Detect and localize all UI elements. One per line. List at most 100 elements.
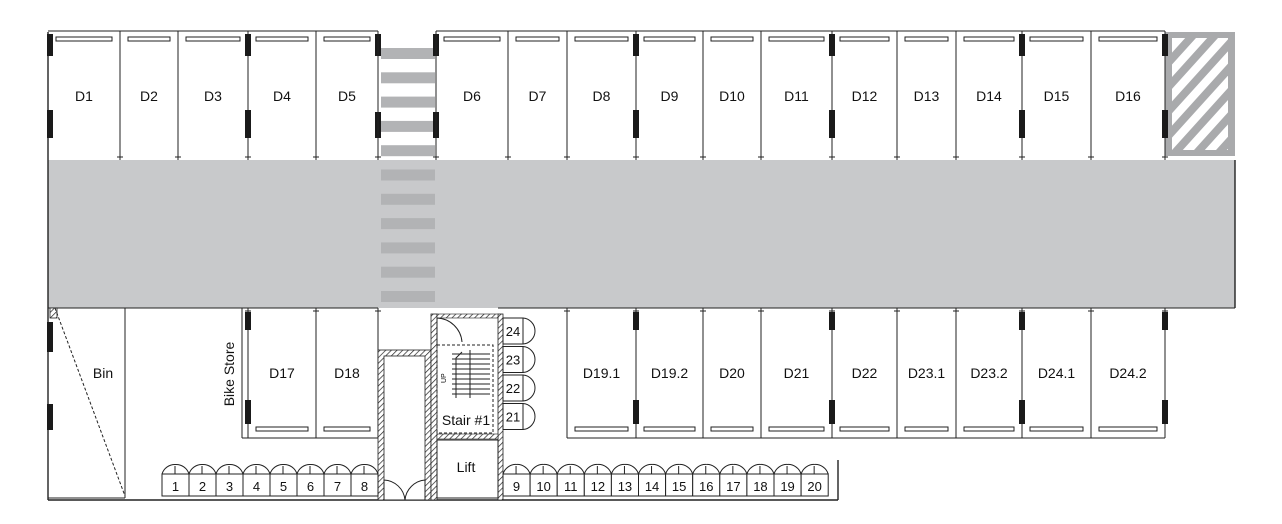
wheel-stop: [515, 36, 560, 42]
locker-label: 4: [253, 479, 260, 494]
crossing-stripe: [381, 193, 435, 205]
locker-label: 15: [672, 479, 686, 494]
bay-label: D1: [75, 88, 93, 104]
stair-up-label: UP: [441, 373, 448, 383]
column: [245, 312, 251, 330]
bay-label: D19.2: [651, 365, 689, 381]
column: [633, 110, 639, 138]
wheel-stop: [55, 36, 113, 42]
parking-bay: D4: [255, 36, 309, 104]
column: [47, 34, 53, 56]
column: [1162, 400, 1168, 424]
parking-bay: D2: [127, 36, 171, 104]
parking-bay: D9: [643, 36, 696, 104]
locker-label: 11: [564, 479, 578, 494]
no-parking-hatch: [1165, 32, 1235, 156]
parking-bay: D6: [443, 36, 501, 104]
locker-label: 10: [536, 479, 550, 494]
wheel-stop: [323, 426, 371, 432]
locker-label: 22: [506, 381, 520, 396]
stair-1: UP Stair #1: [436, 317, 494, 434]
wheel-stop: [643, 36, 696, 42]
column: [1019, 110, 1025, 138]
column: [1162, 34, 1168, 56]
locker: 8: [350, 463, 379, 497]
column: [1019, 34, 1025, 56]
column: [829, 34, 835, 56]
bay-label: D4: [273, 88, 291, 104]
bay-label: D23.1: [908, 365, 946, 381]
locker: 11: [556, 463, 585, 497]
parking-bay: D20: [710, 365, 754, 432]
locker-label: 9: [513, 479, 520, 494]
crossing-stripe: [381, 218, 435, 230]
column: [1162, 110, 1168, 138]
parking-bay: D18: [323, 365, 371, 432]
locker-label: 2: [199, 479, 206, 494]
locker-label: 21: [506, 410, 520, 425]
bay-label: D18: [334, 365, 360, 381]
bay-label: D19.1: [583, 365, 621, 381]
parking-bay: D10: [710, 36, 754, 104]
locker: 21: [502, 403, 536, 430]
locker-label: 18: [753, 479, 767, 494]
bay-label: D5: [338, 88, 356, 104]
bay-label: D13: [914, 88, 940, 104]
wheel-stop: [574, 426, 629, 432]
bay-label: D24.1: [1038, 365, 1076, 381]
parking-bay: D7: [515, 36, 560, 104]
locker: 7: [323, 463, 352, 497]
column: [47, 404, 53, 430]
locker: 15: [665, 463, 694, 497]
locker-label: 19: [780, 479, 794, 494]
bay-label: D11: [784, 88, 809, 104]
parking-bay: D3: [185, 36, 241, 104]
column: [633, 34, 639, 56]
bin-store: Bin: [48, 307, 126, 499]
wheel-stop: [963, 36, 1015, 42]
parking-bay: D14: [963, 36, 1015, 104]
parking-bay: D19.1: [574, 365, 629, 432]
locker: 23: [502, 346, 536, 373]
bay-label: D23.2: [970, 365, 1008, 381]
crossing-stripe: [381, 169, 435, 181]
column: [829, 400, 835, 424]
locker: 6: [296, 463, 325, 497]
crossing-stripe: [381, 266, 435, 278]
wheel-stop: [963, 426, 1015, 432]
wheel-stop: [710, 426, 754, 432]
wheel-stop: [443, 36, 501, 42]
locker: 5: [269, 463, 298, 497]
wheel-stop: [323, 36, 371, 42]
locker: 18: [746, 463, 775, 497]
wheel-stop: [839, 426, 890, 432]
parking-bay: D5: [323, 36, 371, 104]
locker-label: 7: [334, 479, 341, 494]
parking-bay: D22: [839, 365, 890, 432]
bay-label: D2: [140, 88, 158, 104]
parking-bay: D21: [768, 365, 825, 432]
locker-label: 20: [807, 479, 821, 494]
locker: 17: [719, 463, 748, 497]
column: [245, 110, 251, 138]
wheel-stop: [904, 36, 949, 42]
crossing-stripe: [381, 242, 435, 254]
wheel-stop: [255, 36, 309, 42]
wheel-stop: [255, 426, 309, 432]
wheel-stop: [1098, 426, 1158, 432]
wheel-stop: [768, 36, 825, 42]
parking-bay: D15: [1029, 36, 1084, 104]
locker: 16: [692, 463, 721, 497]
stair-label: Stair #1: [442, 412, 490, 428]
locker-label: 5: [280, 479, 287, 494]
wheel-stop: [768, 426, 825, 432]
locker: 10: [529, 463, 558, 497]
wheel-stop: [1098, 36, 1158, 42]
column: [47, 322, 53, 352]
locker-label: 14: [645, 479, 659, 494]
bay-label: D3: [204, 88, 222, 104]
locker-label: 3: [226, 479, 233, 494]
